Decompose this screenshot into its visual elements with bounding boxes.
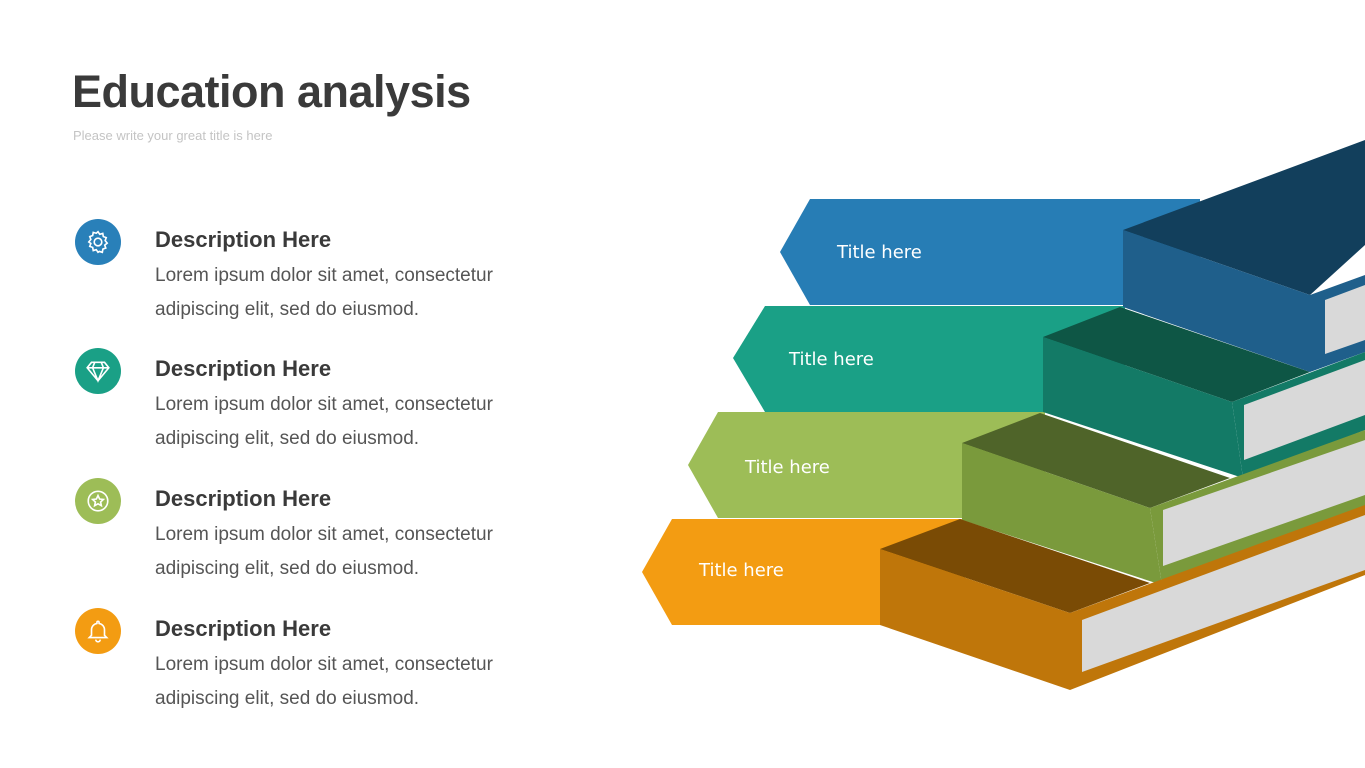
book-arrow-2 (733, 306, 1125, 412)
page-subtitle: Please write your great title is here (73, 128, 273, 143)
book-label: Title here (836, 242, 922, 263)
item-text: Lorem ipsum dolor sit amet, consectetur … (155, 265, 493, 320)
book-teal (1043, 307, 1365, 478)
item-text: Lorem ipsum dolor sit amet, consectetur … (155, 654, 493, 709)
bell-icon (75, 608, 121, 654)
book-label: Title here (744, 457, 830, 478)
book-orange (880, 505, 1365, 690)
book-label: Title here (698, 560, 784, 581)
book-blue (1123, 140, 1365, 372)
item-heading: Description Here (155, 616, 332, 641)
book-arrow-1 (780, 199, 1200, 305)
star-badge-icon (75, 478, 121, 524)
item-heading: Description Here (155, 227, 332, 252)
diamond-icon (75, 348, 121, 394)
book-arrow-3 (688, 412, 1045, 518)
book-label: Title here (788, 349, 874, 370)
book-green (962, 413, 1365, 585)
page-title: Education analysis (72, 66, 471, 117)
item-heading: Description Here (155, 356, 332, 381)
gear-icon (75, 219, 121, 265)
item-text: Lorem ipsum dolor sit amet, consectetur … (155, 394, 493, 449)
item-heading: Description Here (155, 486, 332, 511)
item-text: Lorem ipsum dolor sit amet, consectetur … (155, 524, 493, 579)
